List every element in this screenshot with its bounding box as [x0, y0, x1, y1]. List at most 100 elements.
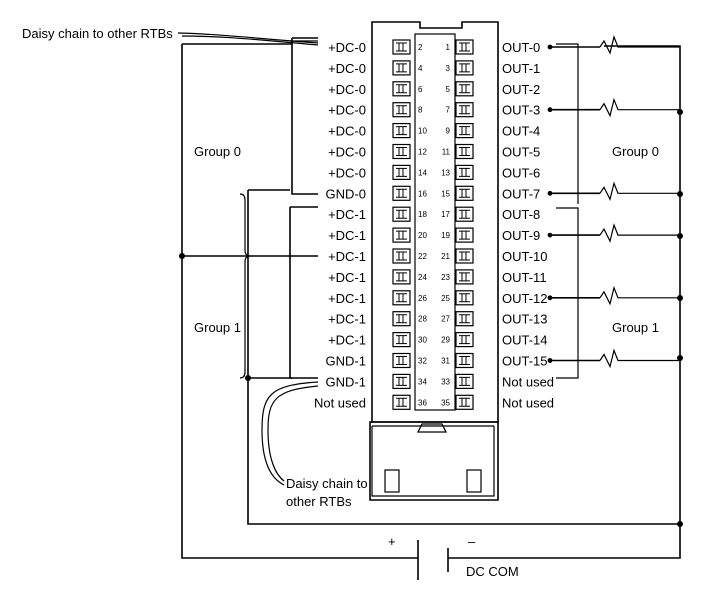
terminal-left-label: +DC-1: [328, 228, 366, 243]
terminal-right-number: 13: [441, 168, 450, 177]
terminal-right-number: 33: [441, 377, 450, 386]
terminal-screw-right: [455, 143, 474, 160]
terminal-left-label: +DC-0: [328, 145, 366, 160]
terminal-screw-left: [392, 290, 411, 306]
terminal-right-number: 9: [446, 127, 451, 136]
terminal-left-label: +DC-0: [328, 40, 366, 55]
terminal-screw-left: [392, 102, 411, 118]
terminal-left-number: 12: [418, 148, 427, 157]
terminal-screw-left: [392, 352, 411, 369]
group0-left-label: Group 0: [194, 144, 241, 159]
supply-plus-label: +: [388, 534, 396, 549]
terminal-left-number: 8: [418, 106, 423, 115]
terminal-screw-left: [392, 206, 411, 222]
release-latch-left: [384, 469, 400, 493]
terminal-right-number: 3: [446, 64, 451, 73]
terminal-right-label: OUT-1: [502, 61, 540, 76]
supply-minus-label: –: [468, 534, 476, 549]
terminal-screw-right: [455, 102, 474, 118]
load-wire: [547, 181, 680, 202]
terminal-screw-right: [455, 206, 474, 222]
terminal-left-label: Not used: [314, 395, 366, 410]
terminal-left-label: +DC-0: [328, 61, 366, 76]
left-wiring: [177, 32, 680, 559]
terminal-left-number: 22: [418, 252, 427, 261]
terminal-right-label: OUT-14: [502, 333, 548, 348]
terminal-left-number: 26: [418, 294, 427, 303]
terminal-right-label: OUT-10: [502, 249, 548, 264]
terminal-screw-left: [392, 248, 411, 264]
terminal-screw-left: [392, 164, 411, 180]
daisy-chain-bottom-label-2: other RTBs: [286, 494, 352, 509]
rtb-module: [369, 21, 499, 501]
terminal-right-label: OUT-6: [502, 165, 540, 180]
load-wire: [547, 35, 680, 55]
terminal-left-number: 4: [418, 64, 423, 73]
terminal-right-label: OUT-5: [502, 145, 540, 160]
terminal-right-label: OUT-13: [502, 312, 548, 327]
terminal-left-number: 34: [418, 377, 427, 386]
terminal-left-label: +DC-1: [328, 207, 366, 222]
terminal-left-label: +DC-1: [328, 333, 366, 348]
terminal-screw-right: [455, 290, 474, 306]
terminal-screw-right: [455, 394, 474, 410]
terminal-left-label: GND-1: [326, 354, 366, 369]
terminal-left-number: 36: [418, 398, 427, 407]
terminal-right-number: 35: [441, 398, 450, 407]
terminal-right-number: 5: [446, 85, 451, 94]
terminal-left-number: 14: [418, 168, 427, 177]
terminal-right-label: OUT-7: [502, 186, 540, 201]
terminal-left-number: 10: [418, 127, 427, 136]
terminal-left-label: +DC-0: [328, 165, 366, 180]
load-wire: [547, 97, 680, 118]
daisy-chain-bottom-label-1: Daisy chain to: [286, 476, 368, 491]
terminal-screw-right: [455, 81, 474, 97]
terminal-right-number: 29: [441, 336, 450, 345]
terminal-screw-right: [455, 164, 474, 180]
terminal-left-label: +DC-1: [328, 270, 366, 285]
terminal-left-number: 32: [418, 357, 427, 366]
terminal-right-number: 23: [441, 273, 450, 282]
terminal-screw-right: [455, 373, 474, 389]
terminal-right-label: OUT-11: [502, 270, 547, 285]
terminal-screw-right: [455, 227, 474, 243]
terminal-right-label: OUT-3: [502, 103, 540, 118]
terminal-right-label: OUT-12: [502, 291, 548, 306]
terminal-right-number: 15: [441, 189, 450, 198]
terminal-left-label: +DC-0: [328, 124, 366, 139]
dc-supply: [417, 540, 449, 580]
right-wiring: [448, 43, 683, 559]
terminal-screw-right: [455, 332, 474, 348]
group1-left-label: Group 1: [194, 320, 241, 335]
terminal-right-label: Not used: [502, 374, 554, 389]
terminal-screw-left: [392, 227, 411, 243]
terminal-left-number: 6: [418, 85, 423, 94]
terminal-left-label: GND-1: [326, 374, 366, 389]
terminal-screw-left: [392, 60, 411, 76]
terminal-screw-left: [392, 81, 411, 97]
terminal-screw-left: [392, 311, 411, 327]
terminal-screw-left: [392, 394, 411, 410]
release-latch-right: [466, 469, 482, 493]
terminal-left-number: 2: [418, 43, 423, 52]
terminal-right-label: OUT-0: [502, 40, 540, 55]
terminal-right-number: 27: [441, 315, 450, 324]
terminal-right-label: OUT-4: [502, 124, 540, 139]
terminal-right-label: OUT-2: [502, 82, 540, 97]
terminal-left-number: 16: [418, 189, 427, 198]
terminal-right-number: 17: [441, 210, 450, 219]
terminal-screw-right: [455, 311, 474, 327]
terminal-left-label: +DC-1: [328, 249, 366, 264]
terminal-right-label: Not used: [502, 395, 554, 410]
terminal-right-number: 21: [441, 252, 450, 261]
terminal-left-label: +DC-0: [328, 103, 366, 118]
group1-right-label: Group 1: [612, 320, 659, 335]
terminal-left-label: +DC-0: [328, 82, 366, 97]
terminal-right-number: 1: [446, 43, 451, 52]
terminal-left-label: GND-0: [326, 186, 366, 201]
terminal-screw-left: [392, 143, 411, 160]
terminal-left-label: +DC-1: [328, 312, 366, 327]
terminal-screw-left: [392, 185, 411, 201]
terminal-right-number: 31: [441, 357, 450, 366]
